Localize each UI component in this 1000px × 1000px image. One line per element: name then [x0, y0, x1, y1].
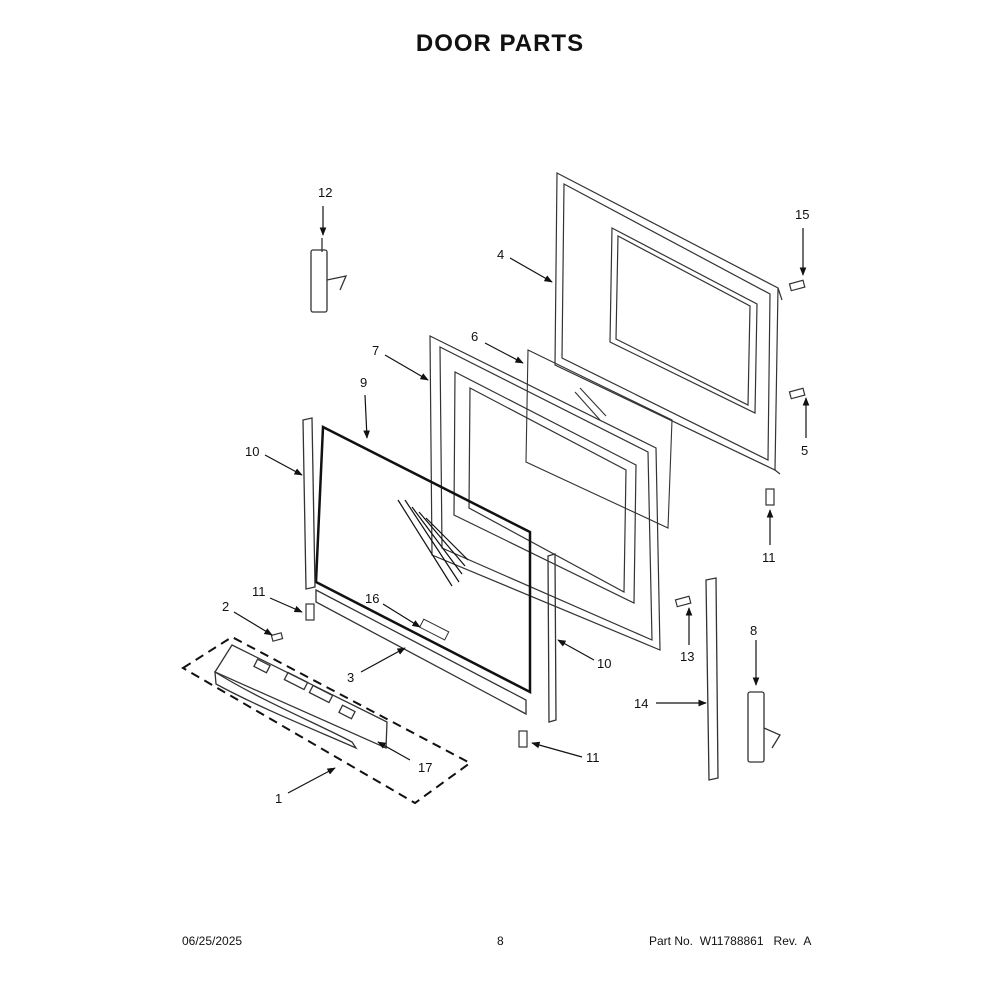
- callout-2: 2: [222, 599, 229, 614]
- callout-6: 6: [471, 329, 478, 344]
- footer-page-number: 8: [497, 934, 504, 948]
- callout-10-left: 10: [245, 444, 259, 459]
- revision: A: [803, 934, 812, 948]
- callout-8: 8: [750, 623, 757, 638]
- callout-16: 16: [365, 591, 379, 606]
- callout-7: 7: [372, 343, 379, 358]
- footer-part-info: Part No. W11788861 Rev. A: [649, 934, 811, 948]
- callout-12: 12: [318, 185, 332, 200]
- callout-10-right: 10: [597, 656, 611, 671]
- part-number: W11788861: [699, 934, 764, 948]
- callout-labels: 12 15 4 6 7 9 10 5 11 2 16 13 8 3 10 14 …: [222, 185, 809, 806]
- callout-11-bottom: 11: [586, 750, 600, 765]
- callout-1: 1: [275, 791, 282, 806]
- callout-5: 5: [801, 443, 808, 458]
- callout-3: 3: [347, 670, 354, 685]
- part-insulation: [525, 349, 673, 529]
- callout-15: 15: [795, 207, 809, 222]
- part-bottom-trim: [315, 588, 527, 716]
- callout-14: 14: [634, 696, 648, 711]
- revision-label: Rev.: [773, 934, 798, 948]
- part-inner-door-panel: [554, 172, 783, 475]
- part-hinge-right: [747, 691, 781, 763]
- callout-13: 13: [680, 649, 694, 664]
- footer-date: 06/25/2025: [182, 934, 243, 948]
- part-screws: [270, 279, 806, 748]
- callout-leaders: [233, 206, 810, 794]
- part-side-trim-left: [302, 417, 316, 590]
- callout-11-right: 11: [762, 550, 776, 565]
- callout-11-left: 11: [252, 584, 266, 599]
- part-hinge-left: [310, 238, 348, 313]
- part-door-handle: [214, 644, 388, 750]
- callout-17: 17: [418, 760, 432, 775]
- part-number-label: Part No.: [649, 934, 694, 948]
- page-title: DOOR PARTS: [415, 30, 585, 57]
- part-hinge-bar: [705, 577, 719, 781]
- callout-4: 4: [497, 247, 504, 262]
- part-door-frame: [429, 335, 661, 651]
- part-outer-glass: [314, 425, 532, 695]
- callout-9: 9: [360, 375, 367, 390]
- part-side-trim-right: [547, 553, 557, 723]
- handle-assembly-dashed-box: [181, 635, 472, 805]
